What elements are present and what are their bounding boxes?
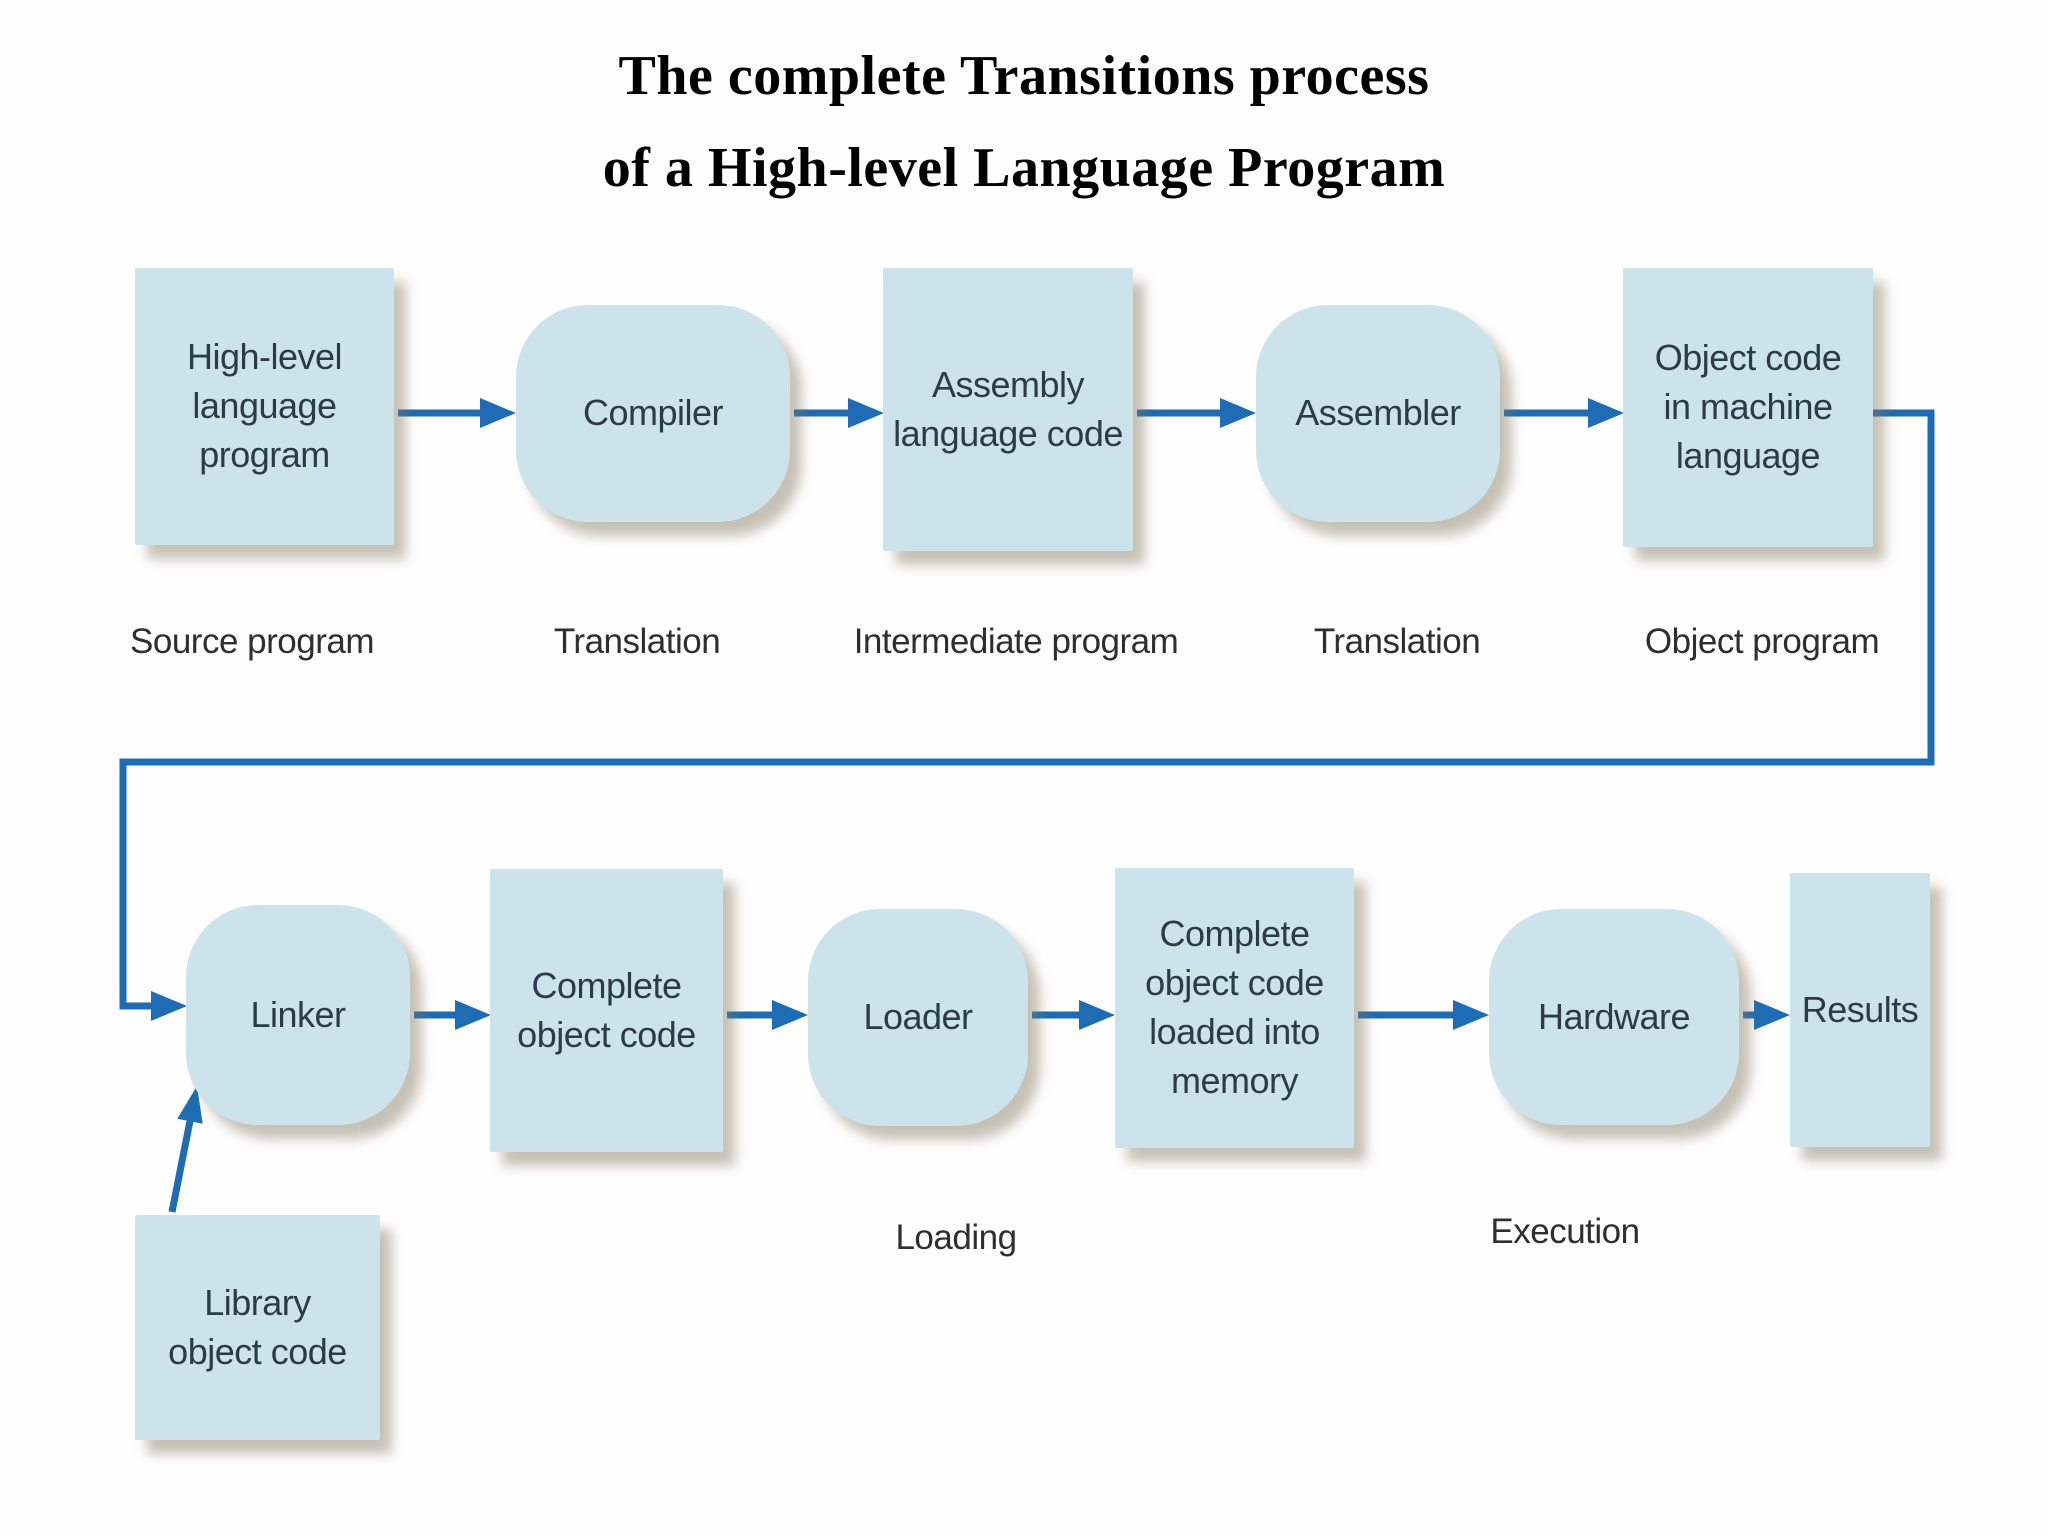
node-results: Results — [1790, 873, 1930, 1147]
arrow-compiler-to-assembly — [794, 398, 884, 428]
arrow-assembler-to-objectcode — [1504, 398, 1624, 428]
node-label: Complete object code — [517, 964, 696, 1055]
node-assembler: Assembler — [1256, 305, 1500, 522]
node-label: Linker — [250, 993, 346, 1035]
node-loader: Loader — [808, 909, 1028, 1126]
node-label: Compiler — [582, 392, 724, 434]
stage-label-loading: Loading — [895, 1218, 1017, 1257]
node-linker: Linker — [186, 905, 410, 1125]
stage-label-source-program: Source program — [130, 622, 374, 661]
node-hardware: Hardware — [1489, 909, 1739, 1125]
node-label: Assembly language code — [893, 363, 1123, 454]
arrow-loader-to-loadedmemory — [1032, 1000, 1115, 1030]
node-compiler: Compiler — [516, 305, 790, 522]
diagram-title: The complete Transitions process of a Hi… — [0, 30, 2048, 214]
arrow-assembly-to-assembler — [1137, 398, 1256, 428]
node-label: Hardware — [1537, 995, 1691, 1037]
arrow-linker-to-completeobject — [414, 1000, 491, 1030]
node-library-object-code: Library object code — [135, 1215, 380, 1440]
arrow-completeobject-to-loader — [727, 1000, 808, 1030]
node-label: Assembler — [1295, 392, 1461, 434]
diagram-title-line-1: The complete Transitions process — [618, 45, 1430, 107]
node-object-code-in-machine-language: Object code in machine language — [1623, 268, 1873, 547]
stage-label-object-program: Object program — [1644, 622, 1880, 661]
stage-label-translation-2: Translation — [1313, 622, 1481, 661]
node-label: High-level language program — [186, 336, 343, 475]
stage-label-execution: Execution — [1490, 1212, 1640, 1251]
node-label: Results — [1801, 988, 1919, 1030]
node-label: Object code in machine language — [1654, 337, 1842, 476]
stage-label-translation-1: Translation — [553, 622, 721, 661]
node-label: Complete object code loaded into memory — [1145, 913, 1324, 1101]
arrow-hardware-to-results — [1743, 1000, 1790, 1030]
arrow-loadedmemory-to-hardware — [1358, 1000, 1489, 1030]
node-assembly-language-code: Assembly language code — [883, 268, 1133, 551]
diagram-title-line-2: of a High-level Language Program — [602, 137, 1446, 199]
arrow-highlevel-to-compiler — [398, 398, 516, 428]
node-label: Loader — [863, 996, 973, 1038]
node-high-level-language-program: High-level language program — [135, 268, 394, 545]
node-label: Library object code — [168, 1281, 347, 1372]
stage-label-intermediate-program: Intermediate program — [853, 622, 1179, 661]
arrow-library-to-linker — [168, 1086, 203, 1213]
node-complete-object-code-loaded-into-memory: Complete object code loaded into memory — [1115, 868, 1354, 1148]
node-complete-object-code: Complete object code — [490, 869, 723, 1152]
